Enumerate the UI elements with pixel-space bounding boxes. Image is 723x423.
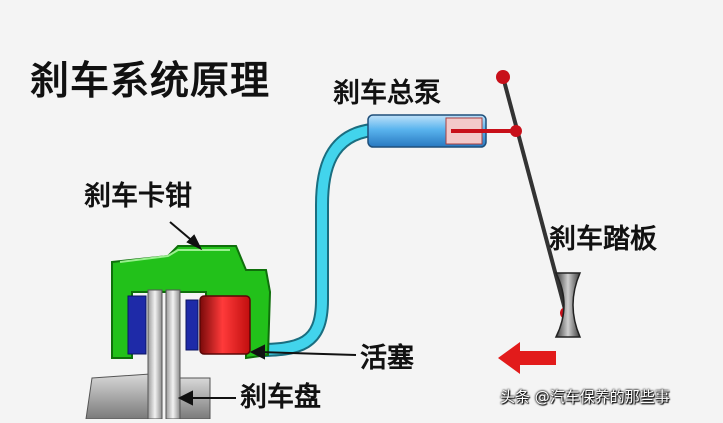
brake-caliper bbox=[111, 245, 272, 360]
label-master-cylinder: 刹车总泵 bbox=[333, 78, 441, 109]
leader-lines bbox=[169, 221, 357, 406]
pedal-pad bbox=[554, 272, 582, 338]
watermark: 头条 @汽车保养的那些事 bbox=[500, 388, 670, 406]
label-disc: 刹车盘 bbox=[240, 382, 321, 413]
piston bbox=[199, 295, 251, 355]
brake-pad-right bbox=[185, 299, 199, 351]
label-pedal: 刹车踏板 bbox=[549, 224, 657, 255]
master-cylinder bbox=[367, 114, 516, 148]
brake-pedal-lever bbox=[496, 70, 582, 338]
brake-hose bbox=[248, 123, 379, 357]
diagram-title: 刹车系统原理 bbox=[30, 59, 271, 104]
link-joint-icon bbox=[510, 125, 522, 137]
press-arrow-icon bbox=[498, 342, 556, 374]
label-piston: 活塞 bbox=[360, 343, 414, 374]
brake-pad-left bbox=[127, 295, 147, 355]
label-caliper: 刹车卡钳 bbox=[84, 181, 192, 212]
pivot-joint-icon bbox=[496, 70, 510, 84]
